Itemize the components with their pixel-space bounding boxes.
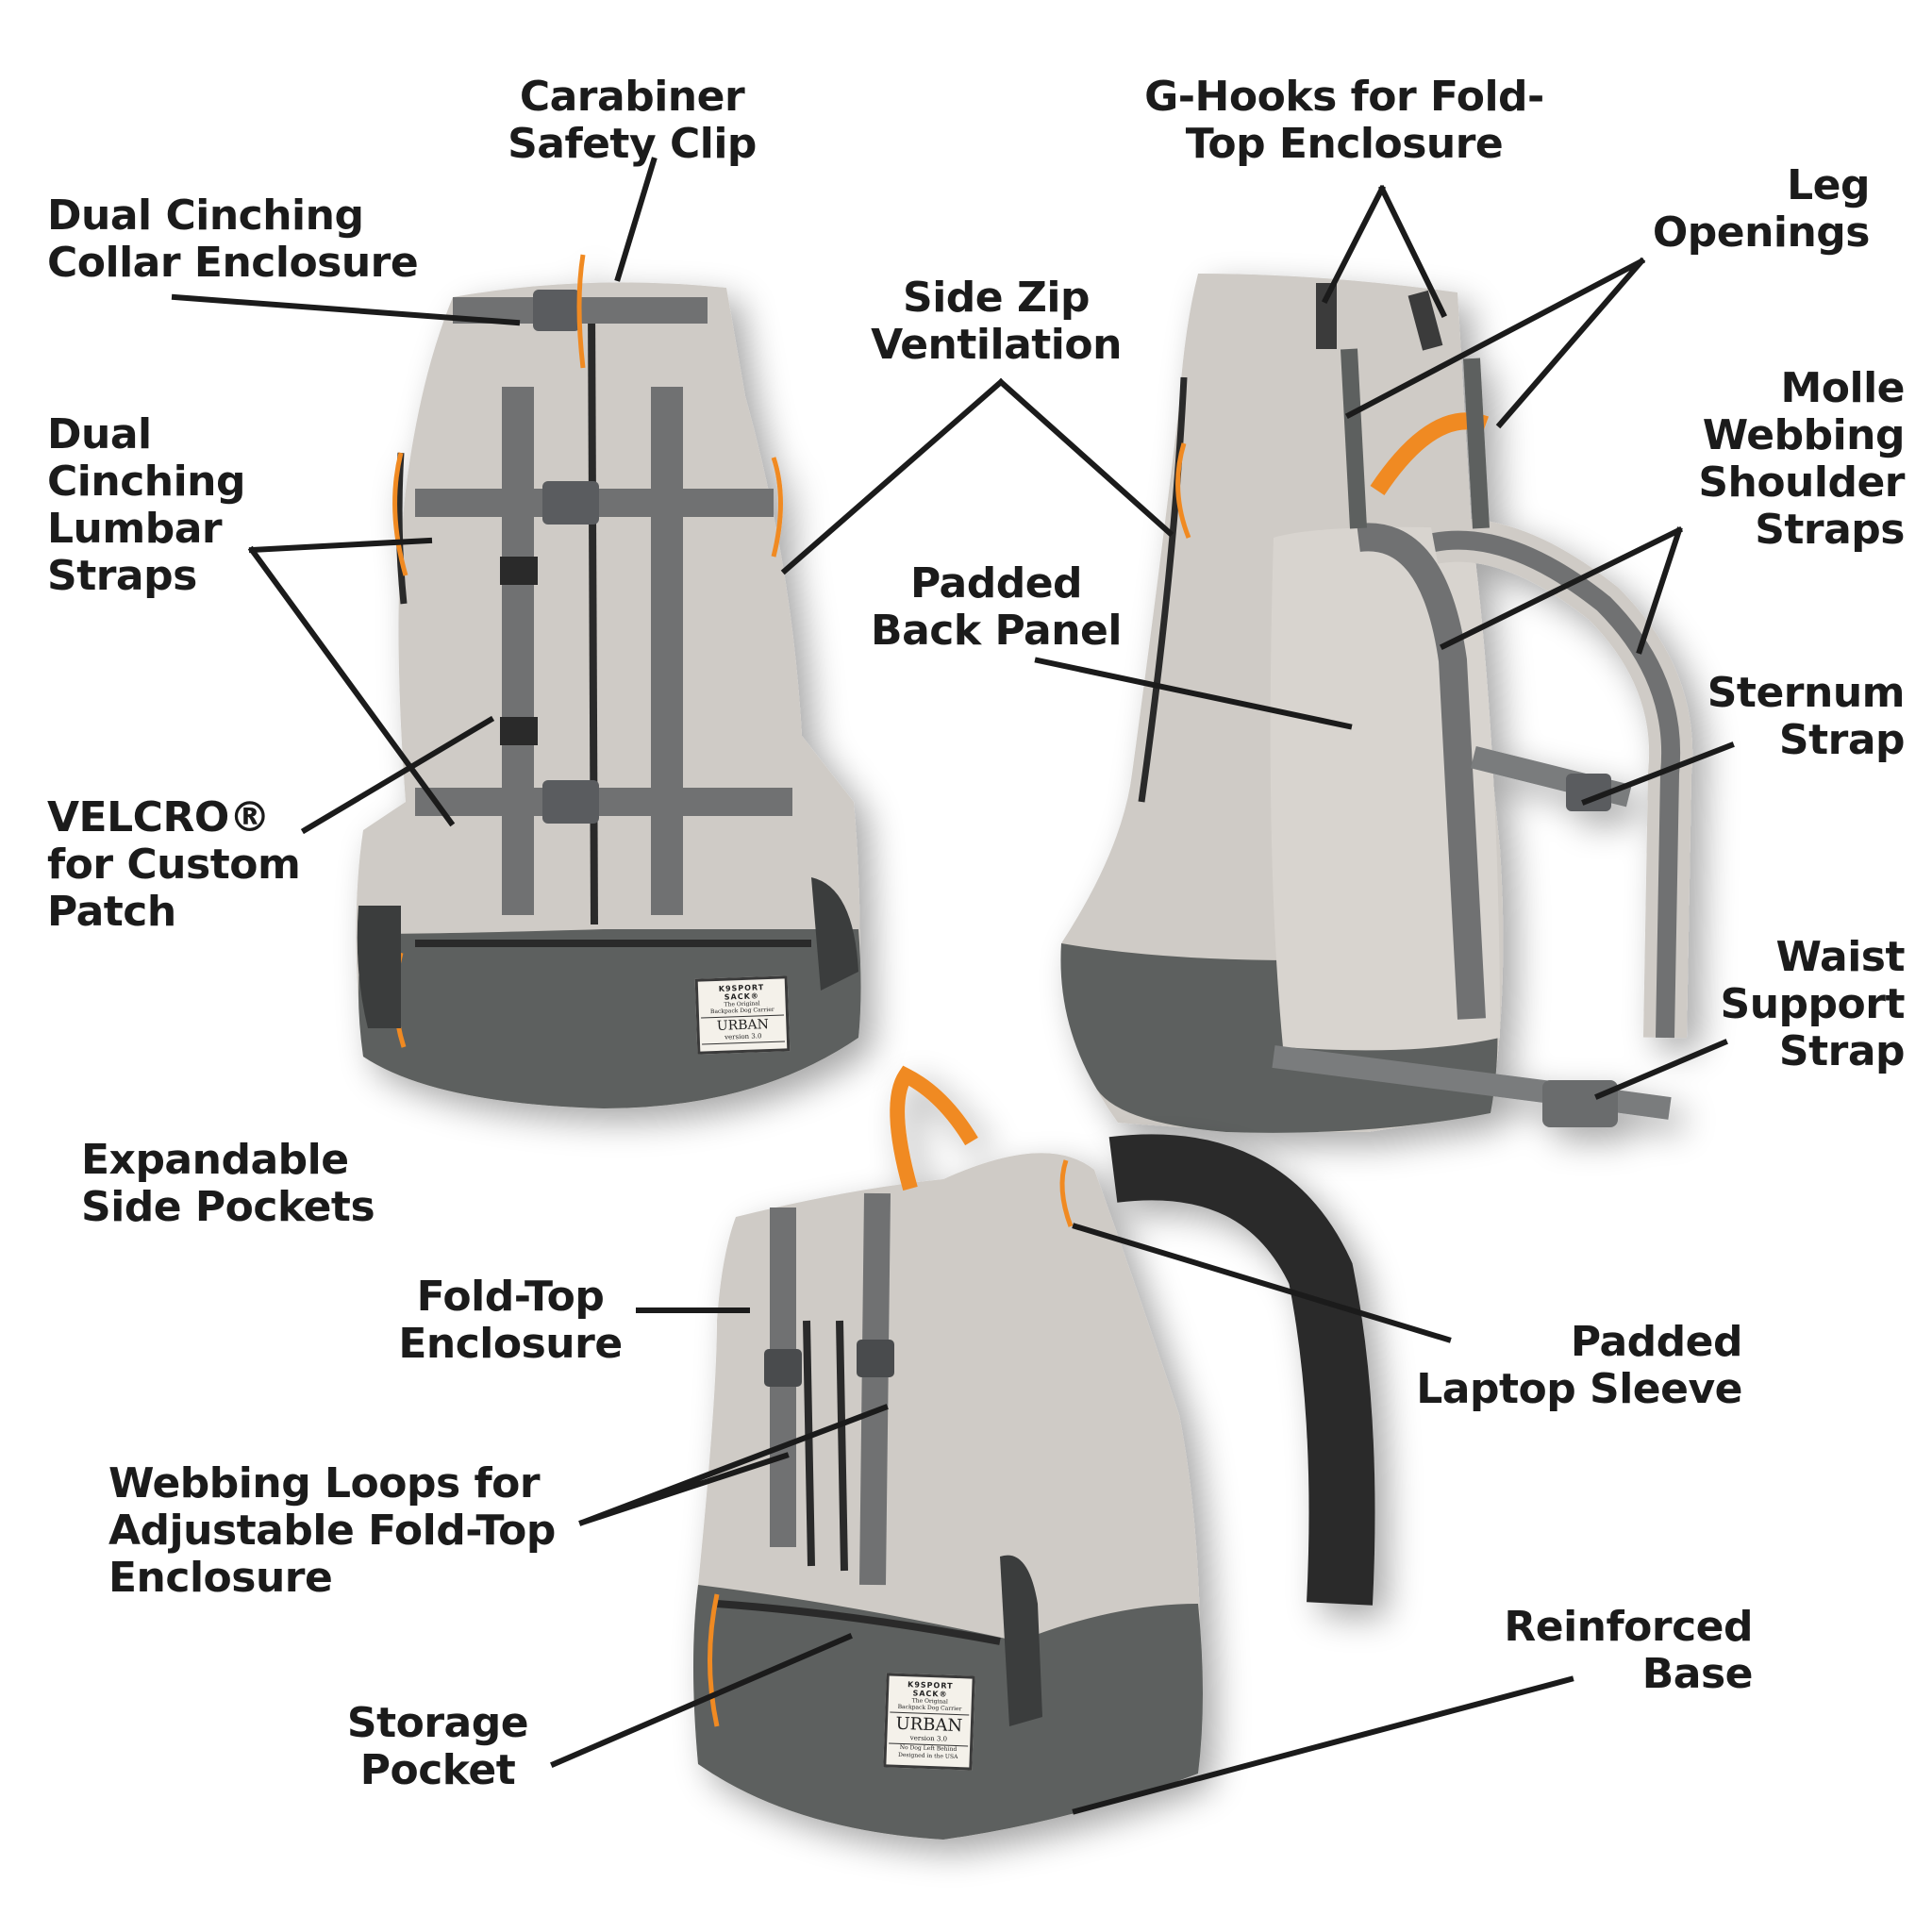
leader-velcro [300, 715, 495, 835]
leader-leg-openings [1344, 257, 1646, 429]
brand-patch-fold-top: K9SPORT SACK® The Original Backpack Dog … [883, 1673, 975, 1771]
callout-velcro-patch: VELCRO® for Custom Patch [47, 793, 301, 936]
leader-reinforced-base [1072, 1675, 1574, 1815]
leader-laptop [1072, 1223, 1452, 1343]
callout-padded-back-panel: Padded Back Panel [871, 559, 1122, 655]
callout-dual-cinching-lumbar: Dual Cinching Lumbar Straps [47, 410, 246, 600]
patch-tagline: The Original Backpack Dog Carrier [890, 1696, 970, 1716]
patch-footer: No Dog Left Behind Designed in the USA [897, 1743, 958, 1761]
leader-collar [171, 293, 521, 326]
leader-waist [1594, 1039, 1728, 1100]
patch-version: version 3.0 [701, 1031, 786, 1045]
leader-back-panel [1034, 657, 1353, 730]
leader-ghooks [1321, 184, 1448, 319]
side-back-view-bag [1060, 274, 1693, 1133]
leader-side-zip [780, 377, 1174, 575]
callout-leg-openings: Leg Openings [1652, 161, 1871, 257]
patch-tagline: The Original Backpack Dog Carrier [700, 999, 785, 1019]
brand-patch-front: K9SPORT SACK® The Original Backpack Dog … [694, 975, 791, 1055]
callout-fold-top-enclosure: Fold-Top Enclosure [398, 1273, 623, 1368]
callout-side-zip-ventilation: Side Zip Ventilation [871, 274, 1122, 369]
leader-storage [550, 1633, 853, 1768]
patch-model: URBAN [895, 1713, 963, 1737]
callout-waist-support-strap: Waist Support Strap [1720, 933, 1906, 1075]
leader-lines [171, 157, 1735, 1815]
leader-webbing-loops [578, 1404, 889, 1526]
leader-carabiner [614, 157, 658, 282]
leader-sternum [1581, 741, 1735, 806]
callout-webbing-loops: Webbing Loops for Adjustable Fold-Top En… [108, 1459, 556, 1602]
leader-molle [1439, 525, 1684, 655]
fold-top-view-bag [693, 1065, 1375, 1840]
front-view-bag [356, 254, 861, 1108]
callout-padded-laptop-sleeve: Padded Laptop Sleeve [1416, 1318, 1742, 1413]
callout-reinforced-base: Reinforced Base [1504, 1603, 1753, 1698]
callout-dual-cinching-collar: Dual Cinching Collar Enclosure [47, 192, 419, 287]
callout-molle-webbing: Molle Webbing Shoulder Straps [1698, 364, 1905, 554]
callout-storage-pocket: Storage Pocket [346, 1699, 529, 1794]
leader-lumbar [247, 537, 456, 827]
callout-g-hooks: G-Hooks for Fold- Top Enclosure [1144, 73, 1544, 168]
callout-sternum-strap: Sternum Strap [1707, 669, 1906, 764]
callout-expandable-side-pockets: Expandable Side Pockets [81, 1136, 375, 1231]
callout-carabiner-safety-clip: Carabiner Safety Clip [508, 73, 757, 168]
